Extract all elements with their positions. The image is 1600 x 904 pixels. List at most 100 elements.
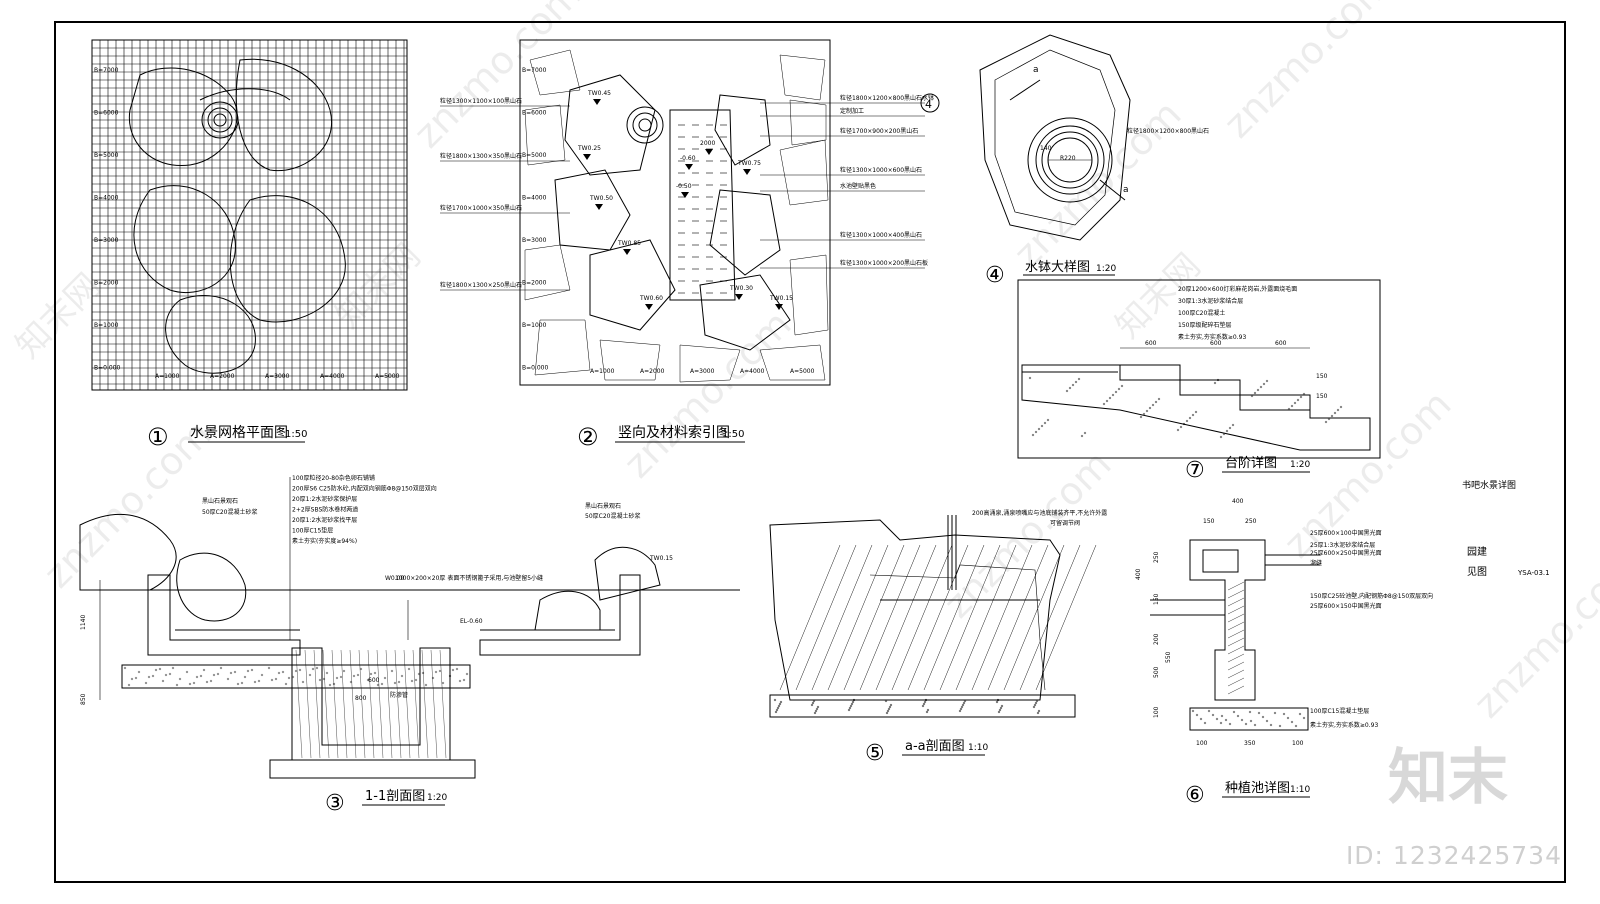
planter-dim: 400 <box>1232 498 1244 505</box>
planter-layer-note: 25厚600×250中国黑光面 <box>1310 549 1382 557</box>
grid-a-label: A=1000 <box>155 373 180 380</box>
ref-label-2: 见图 <box>1467 566 1487 578</box>
panel-5-scale: 1:10 <box>968 743 988 753</box>
aa-note-1: 200高涌泉,涌泉喷嘴应与池底铺装齐平,不允许外露 <box>972 509 1107 517</box>
section-a-a-drawing: 200高涌泉,涌泉喷嘴应与池底铺装齐平,不允许外露 可留调节阀 ⑤ a-a剖面图… <box>769 509 1107 766</box>
section-label: 850 <box>80 693 87 705</box>
pool-layer-note: 200厚S6 C25防水砼,内配双向钢筋Φ8@150双层双向 <box>292 485 437 493</box>
panel-7-number: ⑦ <box>1185 458 1205 483</box>
watermark-text: znzmo.com <box>405 0 589 156</box>
elevation-mark: TW0.15 <box>769 295 793 302</box>
aa-note-2: 可留调节阀 <box>1050 519 1080 527</box>
pool-layer-note: 20厚1:2水泥砂浆保护层 <box>292 495 357 503</box>
grid-b-label: B=5000 <box>94 152 119 159</box>
planter-dim: 100 <box>1196 740 1208 747</box>
elevation-mark: -0.50 <box>676 183 692 190</box>
panel-2-title: 竖向及材料索引图 <box>618 424 730 441</box>
watermark-text: znzmo.com <box>1005 92 1189 276</box>
material-callout: 粒径1800×1300×250黑山石 <box>440 281 522 289</box>
pool-layer-note: 20厚1:2水泥砂浆找平层 <box>292 516 357 524</box>
grid-b-label: B=7000 <box>94 67 119 74</box>
panel-6-title: 种植池详图 <box>1225 781 1290 796</box>
panel-2-number: ② <box>577 423 599 451</box>
planter-layer-note: 25厚600×150中国黑光面 <box>1310 602 1382 610</box>
planter-layer-note: 溜缝 <box>1310 559 1322 567</box>
step-layer-note: 150厚级配碎石垫层 <box>1178 321 1231 329</box>
planter-dim: 100 <box>1292 740 1304 747</box>
panel-4-title: 水钵大样图 <box>1025 260 1090 275</box>
planter-dim: 350 <box>1244 740 1256 747</box>
planter-layer-note: 25厚1:3水泥砂浆结合层 <box>1310 541 1375 549</box>
grid-b-label: B=2000 <box>522 280 547 287</box>
planter-layer-note: 150厚C25砼池壁,内配钢筋Φ8@150双层双向 <box>1310 592 1433 600</box>
planter-dim: 550 <box>1165 651 1172 663</box>
bowl-detail-drawing: 粒径1800×1200×800黑山石 a a R220 140 ④ 水钵大样图 … <box>979 34 1209 288</box>
index-plan-drawing: B=7000B=6000B=5000B=4000B=3000B=2000B=10… <box>440 39 940 451</box>
section-label: 600 <box>368 677 380 684</box>
elevation-mark: TW0.60 <box>639 295 663 302</box>
panel-5-title: a-a剖面图 <box>905 739 965 754</box>
material-callout: 粒径1700×900×200黑山石 <box>840 127 918 135</box>
grid-b-label: B=0.000 <box>94 365 121 372</box>
material-callout: 粒径1800×1200×800黑山石水钵 <box>840 94 934 102</box>
panel-1-title: 水景网格平面图 <box>190 425 288 441</box>
watermark-cn-text: 知末网 <box>8 266 108 366</box>
grid-a-label: A=2000 <box>640 368 665 375</box>
planter-dim: 400 <box>1135 568 1142 580</box>
section-label: 50厚C20混凝土砂浆 <box>202 508 257 516</box>
grid-a-label: A=2000 <box>210 373 235 380</box>
panel-3-title: 1-1剖面图 <box>365 789 425 804</box>
panel-7-scale: 1:20 <box>1290 460 1310 470</box>
elevation-mark: TW0.50 <box>589 195 613 202</box>
drawing-code: YSA-03.1 <box>1517 569 1550 577</box>
grid-b-label: B=3000 <box>522 237 547 244</box>
step-dim-4: 150 <box>1316 373 1328 380</box>
grid-a-label: A=4000 <box>740 368 765 375</box>
planter-dim: 150 <box>1153 593 1160 605</box>
grid-b-label: B=3000 <box>94 237 119 244</box>
section-label: 黑山石景观石 <box>585 502 621 510</box>
material-callout: 粒径1300×1000×400黑山石 <box>840 231 922 239</box>
watermark-text: znzmo.com <box>615 302 799 486</box>
planter-layer-note: 100厚C15混凝土垫层 <box>1310 707 1369 715</box>
grid-b-label: B=7000 <box>522 67 547 74</box>
planter-dim: 200 <box>1153 633 1160 645</box>
material-callout: 粒径1300×1000×600黑山石 <box>840 166 922 174</box>
watermark-text: znzmo.com <box>35 412 219 596</box>
grid-a-label: A=5000 <box>375 373 400 380</box>
grid-b-label: B=4000 <box>522 195 547 202</box>
grid-b-label: B=0.000 <box>522 365 549 372</box>
bowl-mark-a1: a <box>1033 65 1039 75</box>
material-callout: 粒径1800×1300×350黑山石 <box>440 152 522 160</box>
panel-3-scale: 1:20 <box>427 793 447 803</box>
watermark-cn-text: 知末网 <box>1108 246 1208 346</box>
step-layer-note: 30厚1:3水泥砂浆结合层 <box>1178 297 1243 305</box>
grid-b-label: B=6000 <box>94 110 119 117</box>
panel-5-number: ⑤ <box>865 741 885 766</box>
planter-detail-drawing: 25厚600×100中国黑光面25厚1:3水泥砂浆结合层25厚600×250中国… <box>1135 498 1433 808</box>
step-dim-5: 150 <box>1316 393 1328 400</box>
watermark-text: znzmo.com <box>935 442 1119 626</box>
step-dim-2: 600 <box>1210 340 1222 347</box>
material-callout: 粒径1300×1100×100黑山石 <box>440 97 522 105</box>
elevation-mark: TW0.45 <box>587 90 611 97</box>
ref-label-1: 园建 <box>1467 545 1487 558</box>
grid-a-label: A=5000 <box>790 368 815 375</box>
panel-1-number: ① <box>147 423 169 451</box>
grid-a-label: A=4000 <box>320 373 345 380</box>
elevation-mark: TW0.30 <box>729 285 753 292</box>
planter-dim: 250 <box>1153 551 1160 563</box>
section-label: 防渗管 <box>390 691 408 699</box>
grid-a-label: A=3000 <box>690 368 715 375</box>
section-label: TW0.15 <box>649 555 673 562</box>
step-dim-1: 600 <box>1145 340 1157 347</box>
step-layer-note: 100厚C20混凝土 <box>1178 309 1225 317</box>
panel-7-title: 台阶详图 <box>1225 456 1277 471</box>
planter-dim: 150 <box>1203 518 1215 525</box>
elevation-mark: TW0.75 <box>737 160 761 167</box>
grid-a-label: A=1000 <box>590 368 615 375</box>
drawing-name: 书吧水景详图 <box>1462 479 1516 491</box>
panel-3-number: ③ <box>325 791 345 816</box>
